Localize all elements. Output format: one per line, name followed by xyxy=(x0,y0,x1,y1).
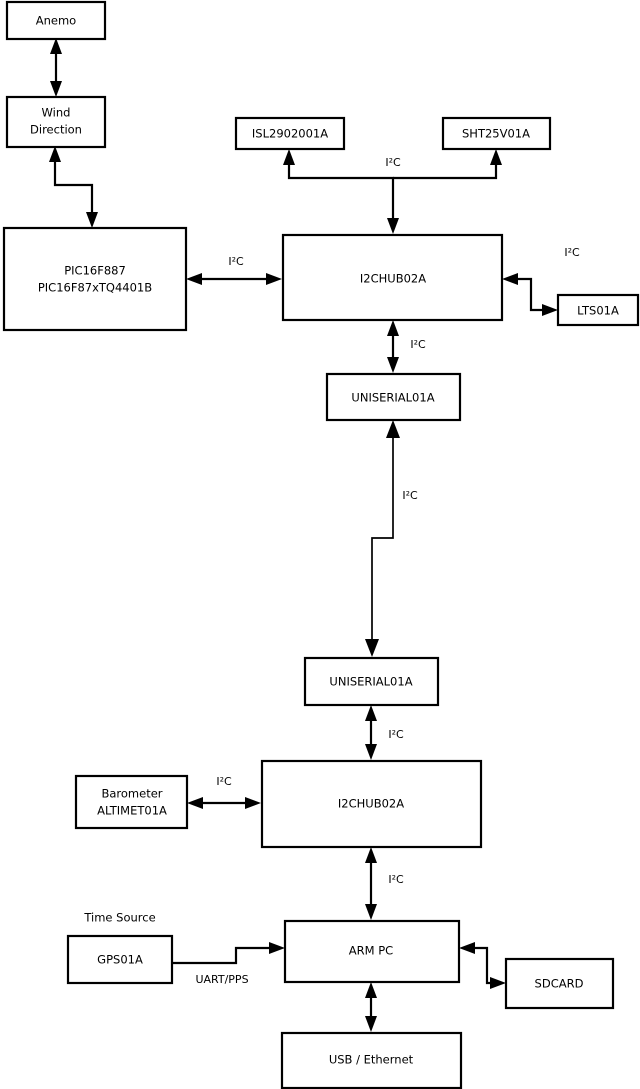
node-hub-top[interactable]: I2CHUB02A xyxy=(281,233,504,322)
node-label-uniserial-bottom: UNISERIAL01A xyxy=(329,675,412,689)
edge-armpc-usbeth xyxy=(365,982,377,1032)
edge-label-hub-sensors: I²C xyxy=(385,156,401,169)
edge-uniserial-link: I²C xyxy=(365,420,418,657)
node-wind-direction[interactable]: Wind Direction xyxy=(5,95,107,149)
node-label-wind-direction-line1: Wind xyxy=(42,106,71,120)
node-label-wind-direction-line2: Direction xyxy=(30,123,82,137)
node-barometer[interactable]: Barometer ALTIMET01A xyxy=(74,774,189,830)
node-label-hub-bottom: I2CHUB02A xyxy=(338,797,404,811)
node-label-arm-pc: ARM PC xyxy=(349,944,393,958)
node-gps[interactable]: GPS01A xyxy=(66,934,174,985)
node-isl[interactable]: ISL2902001A xyxy=(234,116,346,151)
node-sht[interactable]: SHT25V01A xyxy=(441,116,552,151)
edge-label-barometer-hubbot: I²C xyxy=(216,775,232,788)
node-arm-pc[interactable]: ARM PC xyxy=(283,919,461,984)
edge-barometer-hubbot: I²C xyxy=(187,775,261,809)
node-sdcard[interactable]: SDCARD xyxy=(504,957,615,1010)
node-label-usb-ethernet: USB / Ethernet xyxy=(329,1053,414,1067)
edge-hub-lts: I²C xyxy=(502,246,580,316)
edge-label-pic-hub: I²C xyxy=(228,255,244,268)
node-label-uniserial-top: UNISERIAL01A xyxy=(351,391,434,405)
node-label-pic-line1: PIC16F887 xyxy=(64,264,126,278)
edge-label-hub-uniserial: I²C xyxy=(410,338,426,351)
edge-hub-sensors: I²C xyxy=(283,149,502,234)
node-label-pic-line2: PIC16F87xTQ4401B xyxy=(38,281,152,295)
edge-anemo-wind xyxy=(50,38,62,97)
node-label-gps: GPS01A xyxy=(97,953,143,967)
node-label-anemo: Anemo xyxy=(36,14,76,28)
node-lts[interactable]: LTS01A xyxy=(556,293,640,327)
node-label-barometer-line2: ALTIMET01A xyxy=(97,804,167,818)
node-label-hub-top: I2CHUB02A xyxy=(360,272,426,286)
edge-wind-pic xyxy=(49,146,98,228)
edge-hubbot-armpc: I²C xyxy=(365,847,404,920)
node-anemo[interactable]: Anemo xyxy=(5,0,107,41)
node-hub-bottom[interactable]: I2CHUB02A xyxy=(260,759,483,849)
edge-hub-uniserial: I²C xyxy=(387,320,426,373)
edge-gps-armpc: UART/PPS xyxy=(172,942,285,986)
node-label-lts: LTS01A xyxy=(577,304,619,318)
edge-label-gps-armpc: UART/PPS xyxy=(195,973,248,986)
edge-label-uniserial-link: I²C xyxy=(402,489,418,502)
edge-label-hub-lts: I²C xyxy=(564,246,580,259)
edge-label-uniserial-hubbot: I²C xyxy=(388,728,404,741)
edge-armpc-sdcard xyxy=(459,942,506,989)
node-uniserial-top[interactable]: UNISERIAL01A xyxy=(325,372,462,422)
edge-pic-hub: I²C xyxy=(186,255,282,285)
node-pic[interactable]: PIC16F887 PIC16F87xTQ4401B xyxy=(2,226,188,332)
node-label-barometer-line1: Barometer xyxy=(101,787,162,801)
label-time-source: Time Source xyxy=(83,911,155,925)
node-label-sht: SHT25V01A xyxy=(462,127,530,141)
edge-label-hubbot-armpc: I²C xyxy=(388,873,404,886)
edge-uniserial-hubbot: I²C xyxy=(365,705,404,760)
node-usb-ethernet[interactable]: USB / Ethernet xyxy=(280,1031,463,1089)
node-label-isl: ISL2902001A xyxy=(252,127,328,141)
node-label-sdcard: SDCARD xyxy=(535,977,584,991)
node-uniserial-bottom[interactable]: UNISERIAL01A xyxy=(303,656,440,707)
